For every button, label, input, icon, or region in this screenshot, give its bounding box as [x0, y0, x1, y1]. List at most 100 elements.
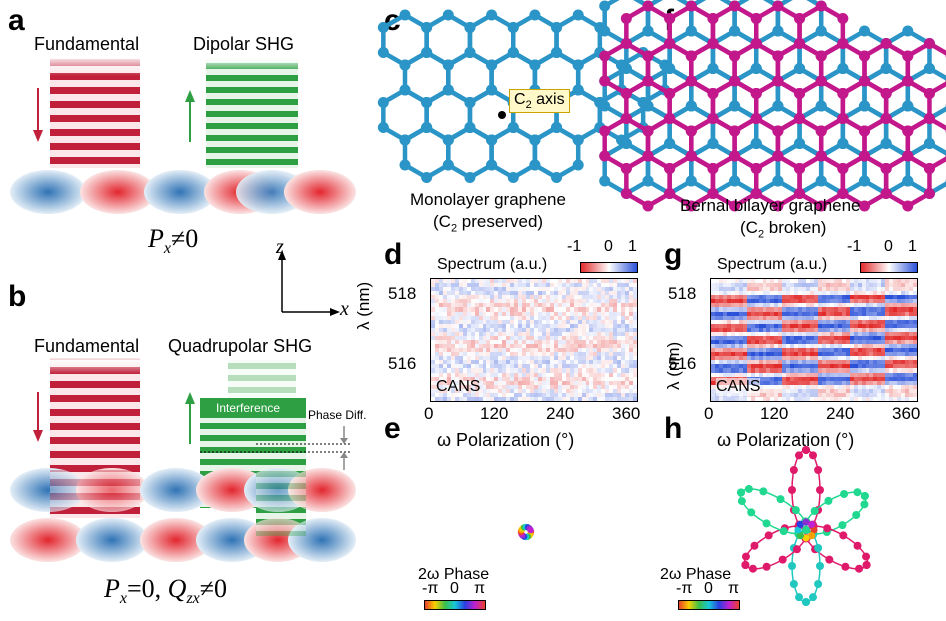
bilayer-bottom-atom [772, 175, 784, 187]
polar-h-center-point [802, 518, 810, 526]
bilayer-top-atom [664, 163, 676, 174]
bilayer-top-atom [837, 163, 849, 174]
bilayer-top-atom [685, 200, 697, 212]
bilayer-bottom-atom [923, 63, 935, 74]
spectrum-map-g [710, 278, 918, 402]
polar-h-center-point [794, 526, 802, 534]
bilayer-bottom-atom [685, 175, 697, 187]
polar-h-center-point [808, 532, 816, 540]
polar-h-point [838, 521, 847, 530]
colorbar-d [580, 262, 638, 273]
bilayer-top-atom [772, 50, 784, 62]
cbar-d-tick-max: 1 [628, 238, 637, 255]
monolayer-atom [572, 84, 584, 96]
monolayer-atom [529, 9, 541, 21]
dipolar-shg-label: Dipolar SHG [193, 34, 295, 54]
polar-h-point [779, 527, 788, 536]
bilayer-top-atom [599, 125, 611, 137]
bilayer-bottom-atom [837, 138, 849, 149]
bilayer-top-atom [772, 0, 784, 12]
monolayer-atom [421, 122, 433, 133]
bilayer-top-atom [859, 150, 871, 162]
xlabel-d: ω Polarization (°) [437, 430, 575, 450]
bilayer-bottom-atom [923, 138, 935, 149]
cbar-d-tick-mid: 0 [604, 238, 613, 255]
monolayer-atom [507, 22, 519, 33]
monolayer-atom [464, 22, 476, 33]
polar-h-point [789, 580, 798, 588]
phase-diff-label: Phase Diff. [308, 408, 367, 422]
cbar-g-tick-mid: 0 [884, 238, 893, 255]
bilayer-top-atom [642, 200, 654, 212]
bilayer-top-atom [859, 200, 871, 212]
bilayer-bottom-atom [750, 63, 762, 74]
bilayer-top-atom [642, 125, 654, 137]
bilayer-top-atom [620, 188, 632, 199]
xtick-d-240: 240 [546, 404, 575, 423]
monolayer-atom [529, 134, 541, 146]
bilayer-top-atom [620, 13, 632, 24]
bilayer-top-atom [815, 50, 827, 62]
bilayer-top-atom [794, 38, 806, 49]
down-arrow-icon [33, 130, 43, 142]
panel-label-b: b [8, 280, 27, 313]
bilayer-top-atom [729, 50, 741, 62]
bilayer-bottom-atom [729, 175, 741, 187]
xtick-g-0: 0 [704, 404, 714, 423]
bilayer-bottom-atom [642, 25, 654, 37]
bilayer-bottom-atom [707, 138, 719, 149]
bilayer-top-atom [729, 125, 741, 137]
monolayer-atom [464, 47, 476, 58]
monolayer-atom [377, 47, 389, 58]
equation-a: Px≠0 [148, 224, 199, 258]
bilayer-top-atom [642, 75, 654, 87]
bilayer-bottom-atom [815, 25, 827, 37]
polar-h-point [824, 496, 833, 505]
polar-h-point [860, 500, 869, 509]
polar-h-point [762, 562, 771, 571]
monolayer-atom [572, 9, 584, 21]
monolayer-atom [421, 97, 433, 108]
bilayer-top-atom [902, 75, 914, 87]
bilayer-top-atom [707, 113, 719, 124]
bilayer-top-atom [815, 75, 827, 87]
monolayer-atom [442, 84, 454, 96]
bilayer-top-atom [794, 113, 806, 124]
bilayer-top-atom [642, 50, 654, 62]
bilayer-top-atom [772, 75, 784, 87]
polar-h-point [823, 524, 832, 533]
bilayer-bottom-atom [902, 25, 914, 37]
phase-h-tick-min: -π [676, 580, 693, 597]
monolayer-atom [421, 47, 433, 58]
polar-h-point [764, 531, 773, 540]
bilayer-top-atom [837, 38, 849, 49]
ytick-d-516: 516 [388, 354, 417, 373]
phase-h-tick-max: π [728, 580, 740, 597]
bilayer-top-atom [923, 188, 935, 199]
polar-h-point [744, 484, 753, 493]
polar-h-point [840, 490, 849, 498]
bilayer-bottom-atom [794, 138, 806, 149]
monolayer-atom [572, 59, 584, 71]
bilayer-top-atom [837, 13, 849, 24]
polar-h-point [816, 562, 824, 570]
bilayer-top-atom [923, 163, 935, 174]
phase-title-e: 2ω Phase [418, 566, 490, 583]
bilayer-top-atom [923, 113, 935, 124]
z-axis-label: z [276, 236, 284, 258]
polar-h-point [795, 451, 803, 460]
c2-axis-dot [498, 111, 506, 119]
polar-h-center-point [810, 526, 818, 534]
bilayer-bottom-atom [794, 63, 806, 74]
bilayer-top-atom [902, 50, 914, 62]
bilayer-top-atom [707, 38, 719, 49]
bilayer-top-atom [685, 125, 697, 137]
bilayer-bottom-atom [750, 138, 762, 149]
monolayer-atom [421, 172, 433, 183]
bilayer-bottom-atom [815, 100, 827, 112]
polar-h-point [747, 508, 756, 517]
xtick-g-240: 240 [826, 404, 855, 423]
phase-colorbar-e [424, 600, 486, 610]
polar-h-center-point [808, 520, 816, 528]
